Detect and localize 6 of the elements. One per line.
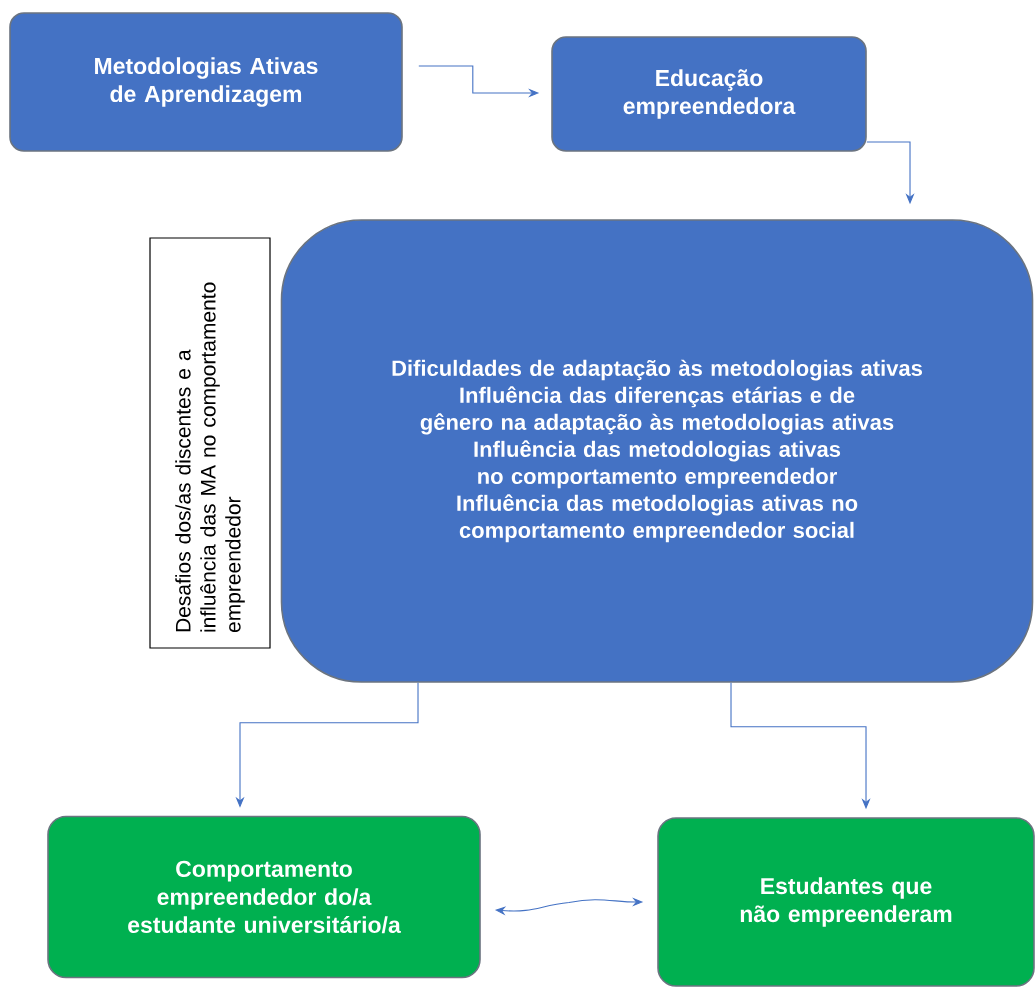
outcome-box: Estudantes que não empreenderam: [657, 817, 1035, 987]
side-label-box: Desafios dos/as discentes e a influência das MA no comportamento empreendedor: [149, 237, 271, 649]
process-box: Metodologias Ativas de Aprendizagem: [9, 12, 403, 152]
outcome-box: Comportamento empreendedor do/a estudante universitário/a: [47, 815, 481, 979]
process-box: Educação empreendedora: [551, 36, 867, 152]
process-box: Dificuldades de adaptação às metodologias ativas Influência das diferenças etárias e de gênero na adaptação às metodologias ativas Influência das metodologias ativas no comportamento empreendedor Influência das metodologias ativas no comportamento empreendedor social: [280, 219, 1034, 683]
